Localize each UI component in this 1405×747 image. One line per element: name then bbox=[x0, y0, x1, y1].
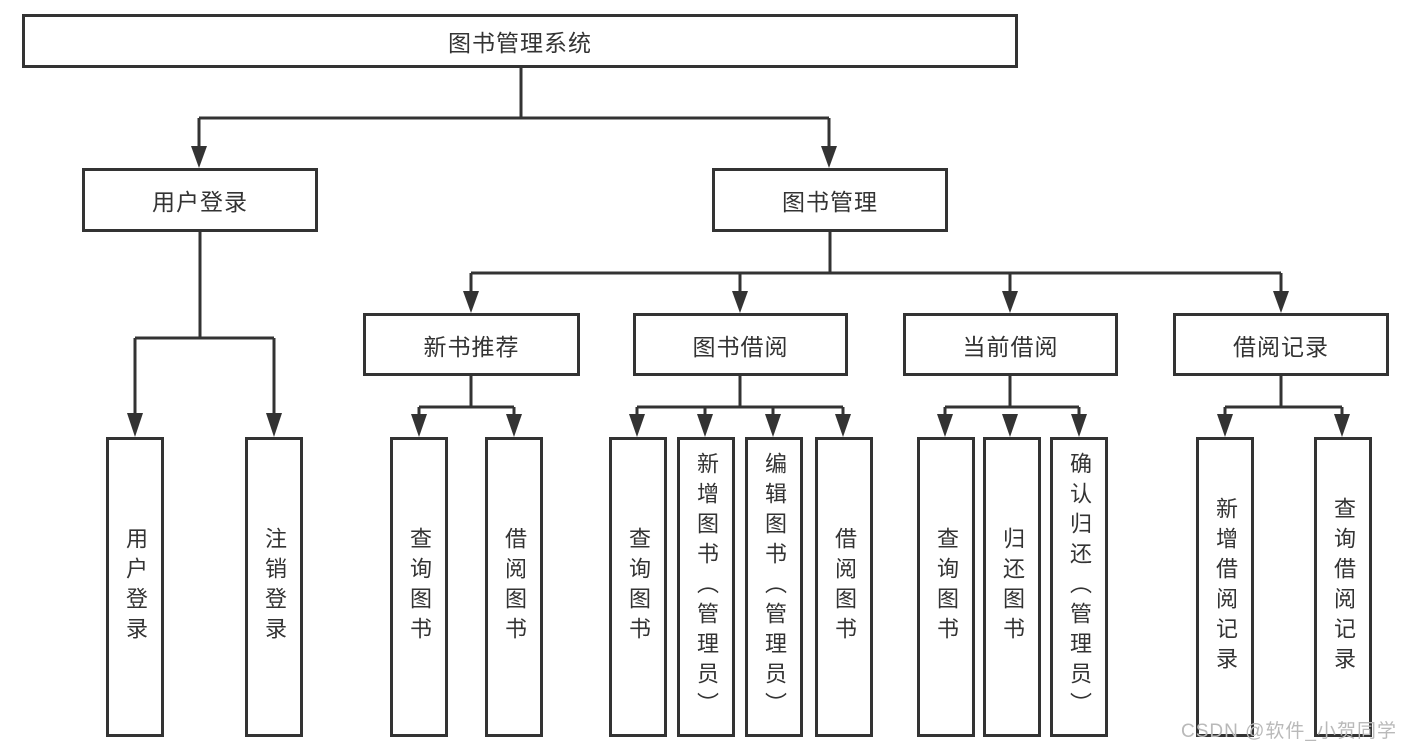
csdn-watermark: CSDN @软件_小贺同学 bbox=[1181, 721, 1397, 742]
leaf-confirm-return-admin: 确认归还（管理员） bbox=[1050, 437, 1108, 737]
leaf-edit-books-admin: 编辑图书（管理员） bbox=[745, 437, 803, 737]
node-root-library-management-system: 图书管理系统 bbox=[22, 14, 1018, 68]
leaf-query-books-current: 查询图书 bbox=[917, 437, 975, 737]
node-label: 新增图书（管理员） bbox=[694, 452, 719, 722]
node-label: 查询借阅记录 bbox=[1331, 497, 1356, 677]
node-label: 当前借阅 bbox=[962, 333, 1059, 360]
node-label: 编辑图书（管理员） bbox=[762, 452, 787, 722]
node-label: 新增借阅记录 bbox=[1213, 497, 1238, 677]
node-label: 借阅记录 bbox=[1233, 333, 1329, 360]
leaf-borrow-books-recommend: 借阅图书 bbox=[485, 437, 543, 737]
node-borrow-records: 借阅记录 bbox=[1173, 313, 1389, 376]
node-label: 新书推荐 bbox=[423, 333, 520, 360]
node-label: 图书借阅 bbox=[692, 333, 789, 360]
node-label: 查询图书 bbox=[626, 527, 651, 647]
node-label: 归还图书 bbox=[1000, 527, 1025, 647]
leaf-query-books-borrow: 查询图书 bbox=[609, 437, 667, 737]
node-book-management-branch: 图书管理 bbox=[712, 168, 948, 232]
leaf-add-borrow-record: 新增借阅记录 bbox=[1196, 437, 1254, 737]
node-label: 图书管理 bbox=[782, 189, 878, 215]
node-label: 查询图书 bbox=[934, 527, 959, 647]
leaf-return-books: 归还图书 bbox=[983, 437, 1041, 737]
leaf-user-login: 用户登录 bbox=[106, 437, 164, 737]
node-label: 用户登录 bbox=[152, 189, 248, 215]
leaf-query-borrow-record: 查询借阅记录 bbox=[1314, 437, 1372, 737]
node-label: 用户登录 bbox=[123, 527, 148, 647]
node-current-borrow: 当前借阅 bbox=[903, 313, 1118, 376]
leaf-query-books-recommend: 查询图书 bbox=[390, 437, 448, 737]
node-user-login-branch: 用户登录 bbox=[82, 168, 318, 232]
node-label: 图书管理系统 bbox=[448, 30, 592, 56]
arrowheads bbox=[127, 146, 1350, 437]
leaf-add-books-admin: 新增图书（管理员） bbox=[677, 437, 735, 737]
node-label: 确认归还（管理员） bbox=[1067, 452, 1092, 722]
node-new-book-recommend: 新书推荐 bbox=[363, 313, 580, 376]
leaf-borrow-books: 借阅图书 bbox=[815, 437, 873, 737]
node-label: 借阅图书 bbox=[832, 527, 857, 647]
node-label: 借阅图书 bbox=[502, 527, 527, 647]
node-label: 注销登录 bbox=[262, 527, 287, 647]
leaf-logout: 注销登录 bbox=[245, 437, 303, 737]
node-book-borrow: 图书借阅 bbox=[633, 313, 848, 376]
node-label: 查询图书 bbox=[407, 527, 432, 647]
